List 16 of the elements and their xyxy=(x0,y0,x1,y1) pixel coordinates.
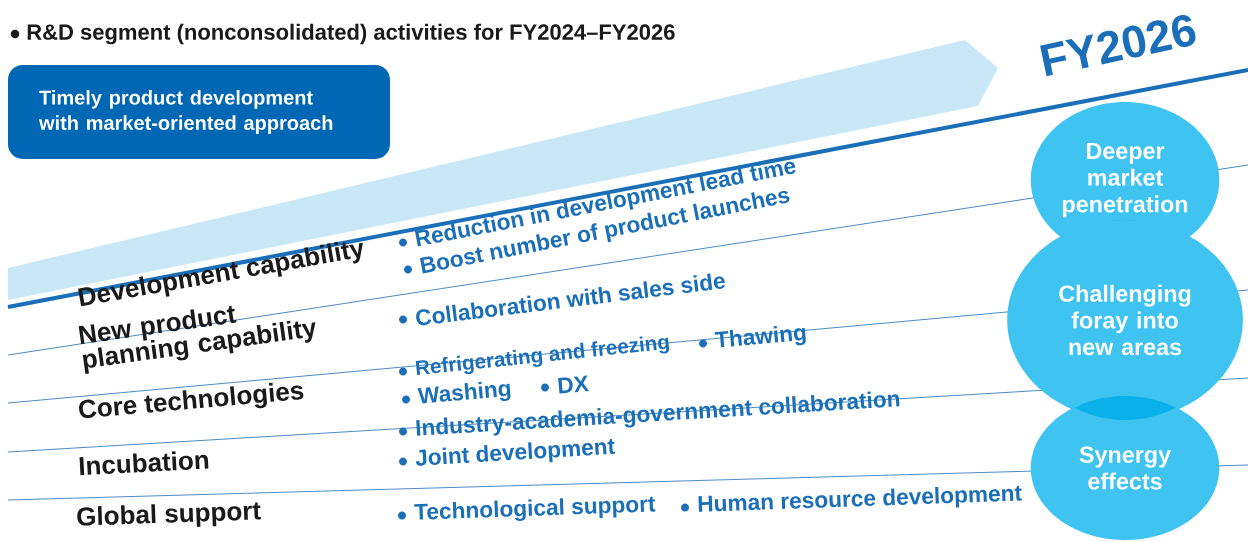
node-label: Deeper market penetration xyxy=(1063,142,1188,218)
bullet-item: Human resource development xyxy=(681,485,1022,512)
heading: R&D segment (nonconsolidated) activities for FY2024–FY2026 xyxy=(10,23,675,45)
goal-box: Timely product development with market-oriented approach xyxy=(8,65,390,159)
bullet-item: Technological support xyxy=(398,496,656,521)
row-label: Core technologies xyxy=(79,382,304,419)
bullet-item: Refrigerating and freezing xyxy=(399,336,670,376)
row-label: Incubation xyxy=(79,451,209,476)
bullet-item: DX xyxy=(541,375,590,394)
bullet-item: Joint development xyxy=(399,439,616,466)
bullet-item: Thawing xyxy=(699,325,806,348)
row-label: Global support xyxy=(77,502,261,527)
node-label: Synergy effects xyxy=(1079,446,1171,490)
row-label: New product planning capability xyxy=(78,305,316,374)
node-label: Challenging foray into new areas xyxy=(1059,284,1191,356)
bullet-item: Collaboration with sales side xyxy=(399,273,725,326)
